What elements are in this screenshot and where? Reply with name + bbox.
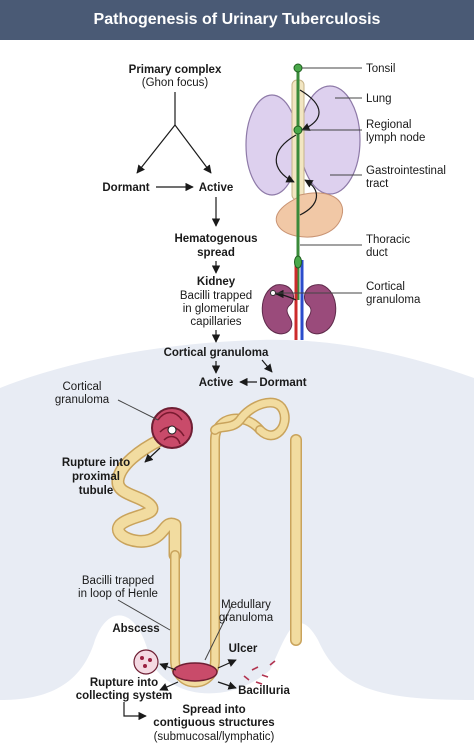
medullary-label-2: granuloma bbox=[219, 612, 274, 624]
granuloma-dot bbox=[167, 425, 177, 435]
medullary-label-1: Medullary bbox=[221, 599, 271, 611]
tonsil-node bbox=[293, 63, 303, 73]
calyx-area bbox=[0, 615, 474, 755]
cortical-granuloma-label: Cortical granuloma bbox=[164, 347, 269, 359]
regional-label-1: Regional bbox=[366, 119, 411, 131]
spread-arrow-4 bbox=[275, 289, 297, 301]
abscess-dot-1 bbox=[140, 656, 144, 660]
bacilli bbox=[243, 660, 276, 685]
tonsil-label: Tonsil bbox=[366, 63, 395, 75]
cortical-label-2: granuloma bbox=[366, 294, 421, 306]
spread-label-3: (submucosal/lymphatic) bbox=[154, 731, 275, 743]
primary-complex-label: Primary complex bbox=[129, 64, 222, 76]
spread-label-1: Spread into bbox=[182, 704, 245, 716]
nephron-cortical-label-2: granuloma bbox=[55, 394, 110, 406]
kidney-label: Kidney bbox=[197, 276, 236, 288]
abscess bbox=[133, 649, 159, 675]
abscess-label: Abscess bbox=[112, 623, 159, 635]
nephron-leaders bbox=[117, 399, 233, 661]
thoracic-label-2: duct bbox=[366, 247, 389, 259]
regional-lymph-node bbox=[293, 125, 303, 135]
regional-label-2: lymph node bbox=[366, 132, 425, 144]
rupture-coll-label-2: collecting system bbox=[76, 690, 173, 702]
bacilli-label-1: Bacilli trapped bbox=[180, 290, 252, 302]
arrow-cortical-dormant bbox=[261, 359, 273, 373]
cortical-label-1: Cortical bbox=[366, 281, 405, 293]
ghon-focus-label: (Ghon focus) bbox=[142, 77, 209, 89]
abscess-dot-2 bbox=[148, 658, 152, 662]
active-label: Active bbox=[199, 182, 234, 194]
hematogenous-label-2: spread bbox=[197, 247, 235, 259]
right-lung bbox=[299, 85, 361, 195]
arrow-to-abscess bbox=[159, 662, 177, 671]
arrow-to-ulcer bbox=[217, 659, 237, 669]
arrow-to-bacilluria bbox=[217, 681, 237, 690]
henle-label-2: in loop of Henle bbox=[78, 588, 158, 600]
diagram-title: Pathogenesis of Urinary Tuberculosis bbox=[93, 11, 381, 28]
arrow-to-spread bbox=[123, 702, 147, 721]
spread-arrow-3 bbox=[299, 179, 317, 216]
arrow-to-rupture-coll bbox=[159, 681, 179, 691]
rupture-prox-label-2: proximal bbox=[72, 471, 120, 483]
right-kidney bbox=[304, 284, 337, 335]
dormant-label-2: Dormant bbox=[259, 377, 306, 389]
rupture-coll-label-1: Rupture into bbox=[90, 677, 158, 689]
ulcer-label: Ulcer bbox=[229, 643, 258, 655]
lung-label: Lung bbox=[366, 93, 392, 105]
arrow-to-rupture-prox bbox=[144, 447, 161, 463]
medullary-granuloma bbox=[172, 662, 218, 682]
arrow-to-dormant bbox=[136, 124, 176, 174]
rupture-prox-label-1: Rupture into bbox=[62, 457, 130, 469]
anatomy-illustration bbox=[245, 63, 361, 340]
spread-label-2: contiguous structures bbox=[153, 717, 274, 729]
bacilli-label-3: capillaries bbox=[190, 316, 241, 328]
dormant-label: Dormant bbox=[102, 182, 149, 194]
kidney-granuloma-dot bbox=[270, 290, 276, 296]
arrow-to-active bbox=[174, 124, 212, 174]
spread-arrow-1 bbox=[299, 89, 320, 131]
lymph-node-3 bbox=[294, 255, 302, 269]
nephron-cortical-label-1: Cortical bbox=[63, 381, 102, 393]
active-label-2: Active bbox=[199, 377, 234, 389]
gi-label-2: tract bbox=[366, 178, 389, 190]
anatomy-leaders bbox=[276, 67, 362, 294]
stomach bbox=[275, 192, 344, 238]
henle-label-1: Bacilli trapped bbox=[82, 575, 154, 587]
bacilluria-label: Bacilluria bbox=[238, 685, 290, 697]
title-bar: Pathogenesis of Urinary Tuberculosis bbox=[0, 0, 474, 40]
gi-label-1: Gastrointestinal bbox=[366, 165, 446, 177]
abscess-dot-3 bbox=[143, 664, 147, 668]
thoracic-label-1: Thoracic bbox=[366, 234, 410, 246]
left-kidney bbox=[261, 284, 294, 335]
hematogenous-label-1: Hematogenous bbox=[174, 233, 257, 245]
spread-arrow-2 bbox=[275, 134, 297, 183]
bacilli-label-2: in glomerular bbox=[183, 303, 250, 315]
rupture-prox-label-3: tubule bbox=[79, 485, 114, 497]
